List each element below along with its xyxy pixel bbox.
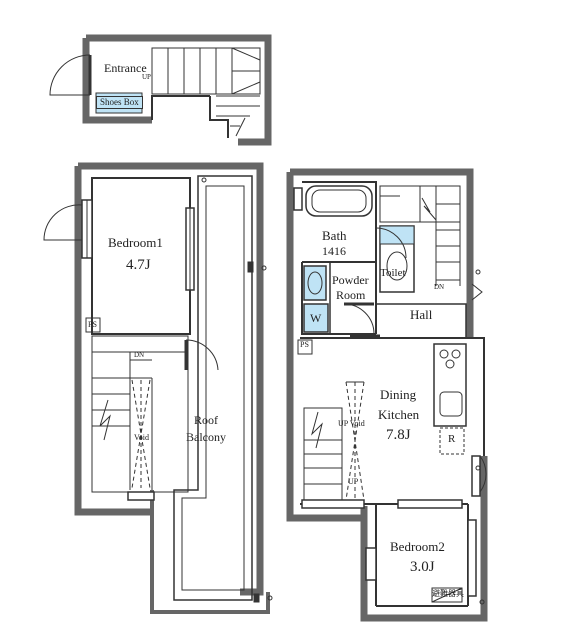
up-void-mark: UP Void — [338, 419, 365, 428]
upper-stairs — [91, 335, 189, 493]
ps-mark-upper: PS — [88, 320, 97, 329]
ps-mark-lower: PS — [300, 340, 309, 349]
entrance-label: Entrance — [104, 61, 147, 75]
lower-floor — [286, 168, 488, 622]
roof-balcony-label-1: Roof — [194, 413, 218, 427]
escape-equipment-label: 避難器具 — [432, 589, 464, 598]
roof-balcony-label-2: Balcony — [186, 430, 226, 444]
bath-size: 1416 — [322, 244, 346, 258]
hall-label: Hall — [410, 307, 433, 322]
bedroom2-size: 3.0J — [410, 559, 435, 575]
washer-mark: W — [310, 311, 322, 325]
upper-dn-mark: DN — [134, 351, 145, 359]
bedroom1-label: Bedroom1 — [108, 235, 163, 250]
entrance-stairs — [151, 47, 261, 137]
dining-kitchen-size: 7.8J — [386, 427, 411, 443]
toilet-label: Toilet — [380, 267, 406, 279]
entrance-up-mark: UP — [142, 73, 151, 81]
kitchen-counter — [433, 343, 467, 427]
bedroom1-window-swing — [43, 204, 83, 241]
entrance-floor — [49, 34, 272, 146]
kitchen-up-mark: UP — [348, 477, 359, 486]
dining-kitchen-label-1: Dining — [380, 387, 417, 402]
upper-void-mark: Void — [134, 433, 149, 442]
bath-label: Bath — [322, 228, 347, 243]
shoes-box-label: Shoes Box — [96, 96, 143, 109]
upper-floor — [43, 162, 273, 614]
bathtub — [305, 185, 373, 217]
powder-room-label-1: Powder — [332, 273, 369, 287]
lower-dn-mark: DN — [434, 283, 445, 291]
dining-kitchen-label-2: Kitchen — [378, 407, 420, 422]
refrigerator-mark: R — [448, 433, 456, 445]
lower-stairs — [379, 185, 461, 286]
entrance-door-swing — [49, 54, 91, 96]
powder-room-label-2: Room — [336, 288, 366, 302]
bedroom1-size: 4.7J — [126, 257, 151, 273]
bedroom2-label: Bedroom2 — [390, 539, 445, 554]
